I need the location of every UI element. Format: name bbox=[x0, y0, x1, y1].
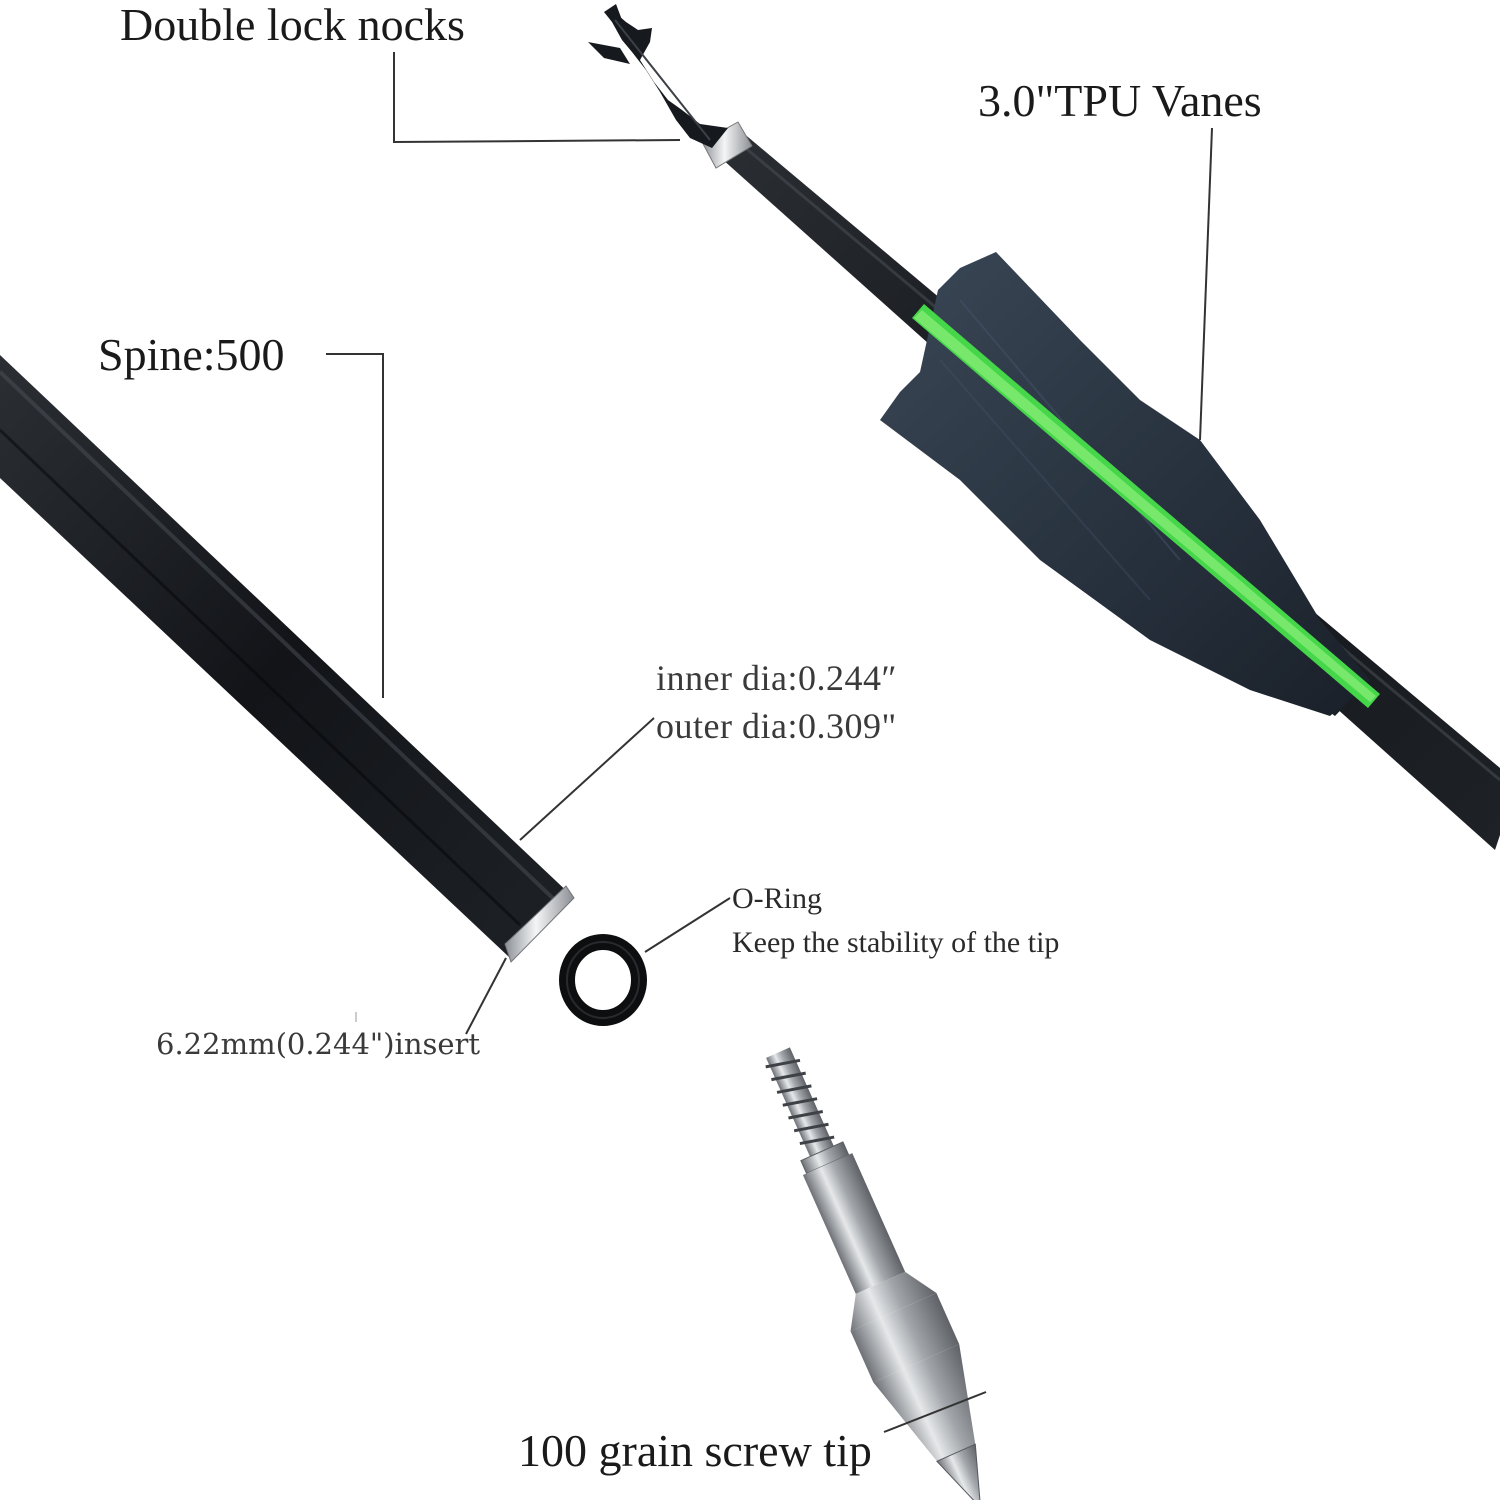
insert-ring-icon bbox=[504, 885, 575, 963]
label-spine: Spine:500 bbox=[98, 329, 285, 380]
label-double-lock-nocks: Double lock nocks bbox=[120, 0, 465, 50]
label-outer-diameter: outer dia:0.309" bbox=[656, 706, 897, 746]
leader-lines bbox=[326, 52, 1213, 1433]
label-o-ring: O-Ring bbox=[732, 882, 822, 915]
leader-vanes bbox=[1199, 127, 1213, 441]
label-tpu-vanes: 3.0"TPU Vanes bbox=[978, 75, 1262, 126]
label-insert: 6.22mm(0.244")insert bbox=[156, 1027, 481, 1061]
label-screw-tip: 100 grain screw tip bbox=[518, 1425, 872, 1476]
leader-oring bbox=[644, 897, 731, 953]
label-inner-diameter: inner dia:0.244″ bbox=[656, 658, 897, 698]
lower-arrow-shaft bbox=[0, 355, 574, 958]
leader-spine bbox=[326, 353, 384, 698]
leader-nocks bbox=[393, 52, 681, 144]
label-o-ring-note: Keep the stability of the tip bbox=[732, 926, 1060, 959]
screw-tip-icon bbox=[765, 1047, 982, 1500]
o-ring-icon bbox=[559, 934, 647, 1026]
leader-diameter bbox=[519, 717, 655, 841]
leader-tip bbox=[883, 1391, 987, 1433]
leader-insert bbox=[465, 957, 507, 1035]
double-lock-nock-icon bbox=[588, 4, 753, 169]
tpu-vane-icon bbox=[880, 252, 1380, 716]
